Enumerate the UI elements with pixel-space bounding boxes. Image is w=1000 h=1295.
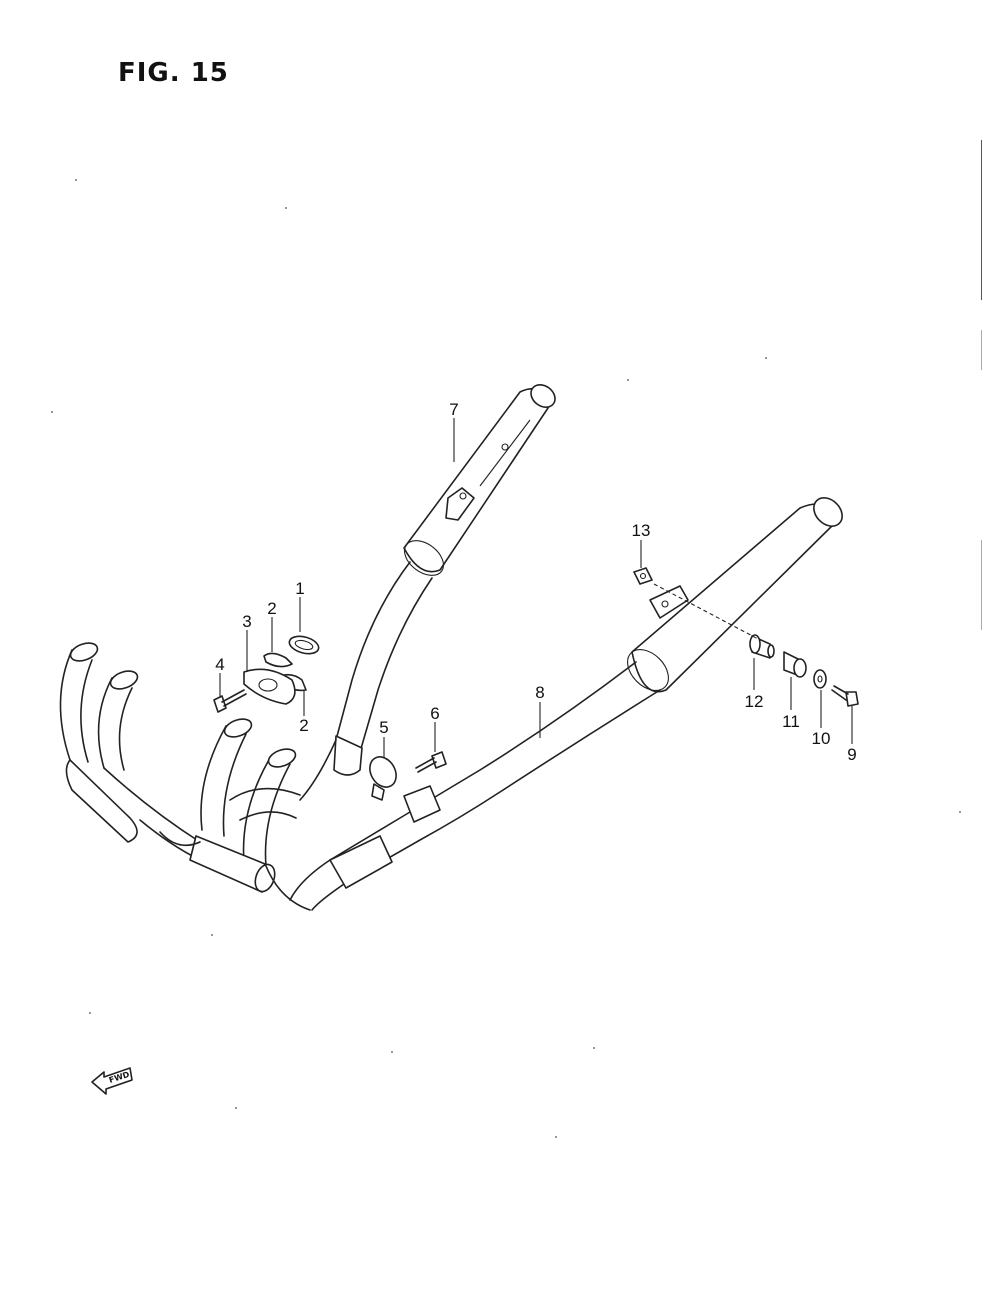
callout-6: 6: [430, 704, 439, 723]
callout-9: 9: [847, 745, 856, 764]
leader-lines: [219, 418, 853, 758]
callout-11: 11: [782, 712, 800, 731]
callout-5: 5: [379, 718, 388, 737]
callout-12: 12: [745, 692, 764, 711]
callout-labels: 1 2 2 3 4 5 6 7 8 9 10 11 12 13: [215, 400, 856, 764]
scan-edge-mark: [981, 140, 982, 300]
exhaust-headers: [59, 642, 311, 911]
callout-13: 13: [632, 521, 651, 540]
bolt-part-6: [415, 751, 447, 773]
grommet-part-12: [783, 651, 807, 678]
callout-3: 3: [242, 612, 251, 631]
forward-arrow-icon: FWD: [91, 1067, 133, 1095]
clamp-part-5: [369, 756, 397, 801]
scan-edge-mark: [981, 330, 982, 370]
bushing-part-11: [749, 634, 775, 659]
scan-specks: [51, 179, 961, 1138]
washer-part-10: [813, 669, 827, 689]
bolt-part-9: [831, 685, 859, 707]
figure-title: FIG. 15: [118, 58, 229, 88]
callout-2-lower: 2: [299, 716, 308, 735]
callout-1: 1: [295, 579, 304, 598]
scan-edge-mark: [981, 540, 982, 630]
callout-7: 7: [449, 400, 458, 419]
callout-4: 4: [215, 655, 224, 674]
callout-8: 8: [535, 683, 544, 702]
gasket-part-1: [288, 635, 320, 655]
muffler-lower: [627, 497, 843, 693]
muffler-upper: [403, 384, 556, 576]
callout-2-upper: 2: [267, 599, 276, 618]
flange-part-3: [243, 668, 296, 705]
half-ring-part-2a: [263, 652, 293, 668]
upper-connecting-pipe: [299, 561, 433, 801]
nut-part-13: [633, 567, 653, 585]
callout-10: 10: [812, 729, 831, 748]
bolt-part-4: [213, 689, 247, 713]
lower-connecting-pipe: [289, 661, 661, 911]
